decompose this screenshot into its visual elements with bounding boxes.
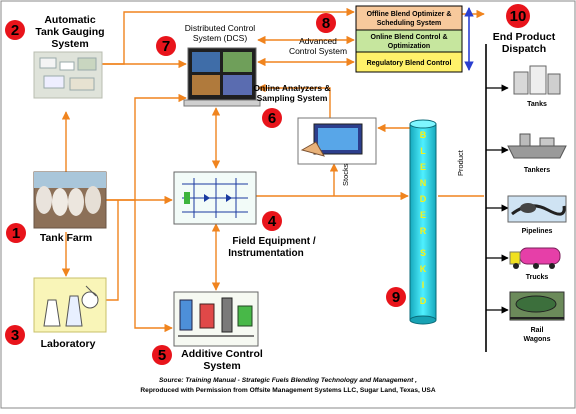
tanks-icon [513,65,561,95]
field-equipment-picture [173,171,257,225]
badge-8 [316,13,336,33]
control-box-regulatory [355,51,463,73]
field-equipment-label-line2: Instrumentation [228,248,304,259]
badge-5-number: 5 [158,347,166,364]
badge-4-number: 4 [268,213,277,230]
dispatch-arrows [486,84,509,314]
dispatch-label-tankers: Tankers [524,167,550,174]
control-box-offline-line1: Offline Blend Optimizer & [367,11,452,18]
connector-lines [61,7,485,333]
badge-9 [386,287,406,307]
skid-letter: L [420,146,426,156]
arrow-lab-to-trunk [106,200,119,301]
badge-6-number: 6 [268,110,276,127]
control-box-regulatory-label: Regulatory Blend Control [367,60,452,67]
blender-skid: B L E N D E R S K I D [409,119,437,325]
badge-7-number: 7 [162,38,170,55]
dispatch-label-trucks: Trucks [526,274,549,281]
tank-gauging-label-line3: System [51,38,88,50]
control-box-online-line2: Optimization [388,43,430,50]
badge-7 [156,36,176,56]
badge-6 [262,108,282,128]
arrow-analyzer-to-dcs [257,83,331,118]
dcs-label-line2: System (DCS) [193,33,247,43]
dispatch-icons [507,65,567,321]
dispatch-label-pipelines: Pipelines [522,228,553,235]
tanker-ship-icon [507,133,567,159]
tank-gauging-label-line1: Automatic [44,14,95,26]
skid-letter: N [420,178,427,188]
dispatch-label-rail: Rail [531,327,544,334]
skid-letter: R [420,226,427,236]
badge-5 [152,345,172,365]
skid-letter: E [420,162,426,172]
badge-2 [5,20,25,40]
control-box-online-line1: Online Blend Control & [371,34,448,41]
tank-gauging-picture [33,51,103,99]
online-analyzers-label-line1: Online Analyzers & [253,83,330,93]
additive-control-picture [173,291,259,347]
skid-letter: K [420,264,427,274]
skid-letter: D [420,194,427,204]
laboratory-label: Laboratory [41,338,96,350]
skid-letter: B [420,130,427,140]
dispatch-label-wagons: Wagons [524,336,551,343]
advanced-control-label-line2: Control System [289,46,347,56]
product-label: Product [456,149,465,176]
laboratory-picture [33,277,107,333]
online-analyzers-label-line2: Sampling System [257,93,328,103]
dcs-monitor-picture [183,47,261,107]
badge-4 [262,211,282,231]
arrow-farm-to-dcs [106,93,187,201]
tank-gauging-label-line2: Tank Gauging [35,26,104,38]
dcs-label-line1: Distributed Control [185,23,256,33]
additive-control-label-line1: Additive Control [181,348,263,360]
source-line2: Reproduced with Permission from Offsite … [140,387,435,394]
advanced-control-label-line1: Advanced [299,36,337,46]
badge-1 [6,223,26,243]
badge-10 [506,4,530,28]
pipeline-icon [507,195,567,223]
skid-letter: S [420,248,426,258]
badge-2-number: 2 [11,22,19,39]
arrow-farm-to-additive [134,200,173,333]
dispatch-label-tanks: Tanks [527,101,547,108]
end-product-label-line1: End Product [493,31,556,43]
blender-skid-letters: B L E N D E R S K I D [420,130,427,306]
badge-10-number: 10 [510,8,527,25]
truck-icon [509,247,561,269]
field-equipment-label-line1: Field Equipment / [232,236,316,247]
number-badges: 2 7 8 10 6 1 4 3 5 9 [5,4,530,365]
source-line1: Source: Training Manual - Strategic Fuel… [159,377,417,384]
badge-3-number: 3 [11,327,19,344]
stocks-label: Stocks [341,163,350,186]
badge-9-number: 9 [392,289,400,306]
badge-3 [5,325,25,345]
end-product-label-line2: Dispatch [502,43,546,55]
badge-1-number: 1 [12,225,20,242]
control-boxes: Offline Blend Optimizer & Scheduling Sys… [355,5,474,73]
skid-letter: I [422,280,425,290]
additive-control-label-line2: System [203,360,240,372]
control-box-offline-line2: Scheduling System [377,20,442,27]
tank-farm-label: Tank Farm [40,232,92,244]
control-box-offline [355,5,463,31]
tank-farm-picture [33,171,107,229]
online-analyzer-picture [297,117,377,165]
badge-8-number: 8 [322,15,330,32]
skid-letter: E [420,210,426,220]
rail-wagon-icon [509,291,565,321]
labels: Automatic Tank Gauging System Distribute… [35,14,555,394]
skid-letter: D [420,296,427,306]
